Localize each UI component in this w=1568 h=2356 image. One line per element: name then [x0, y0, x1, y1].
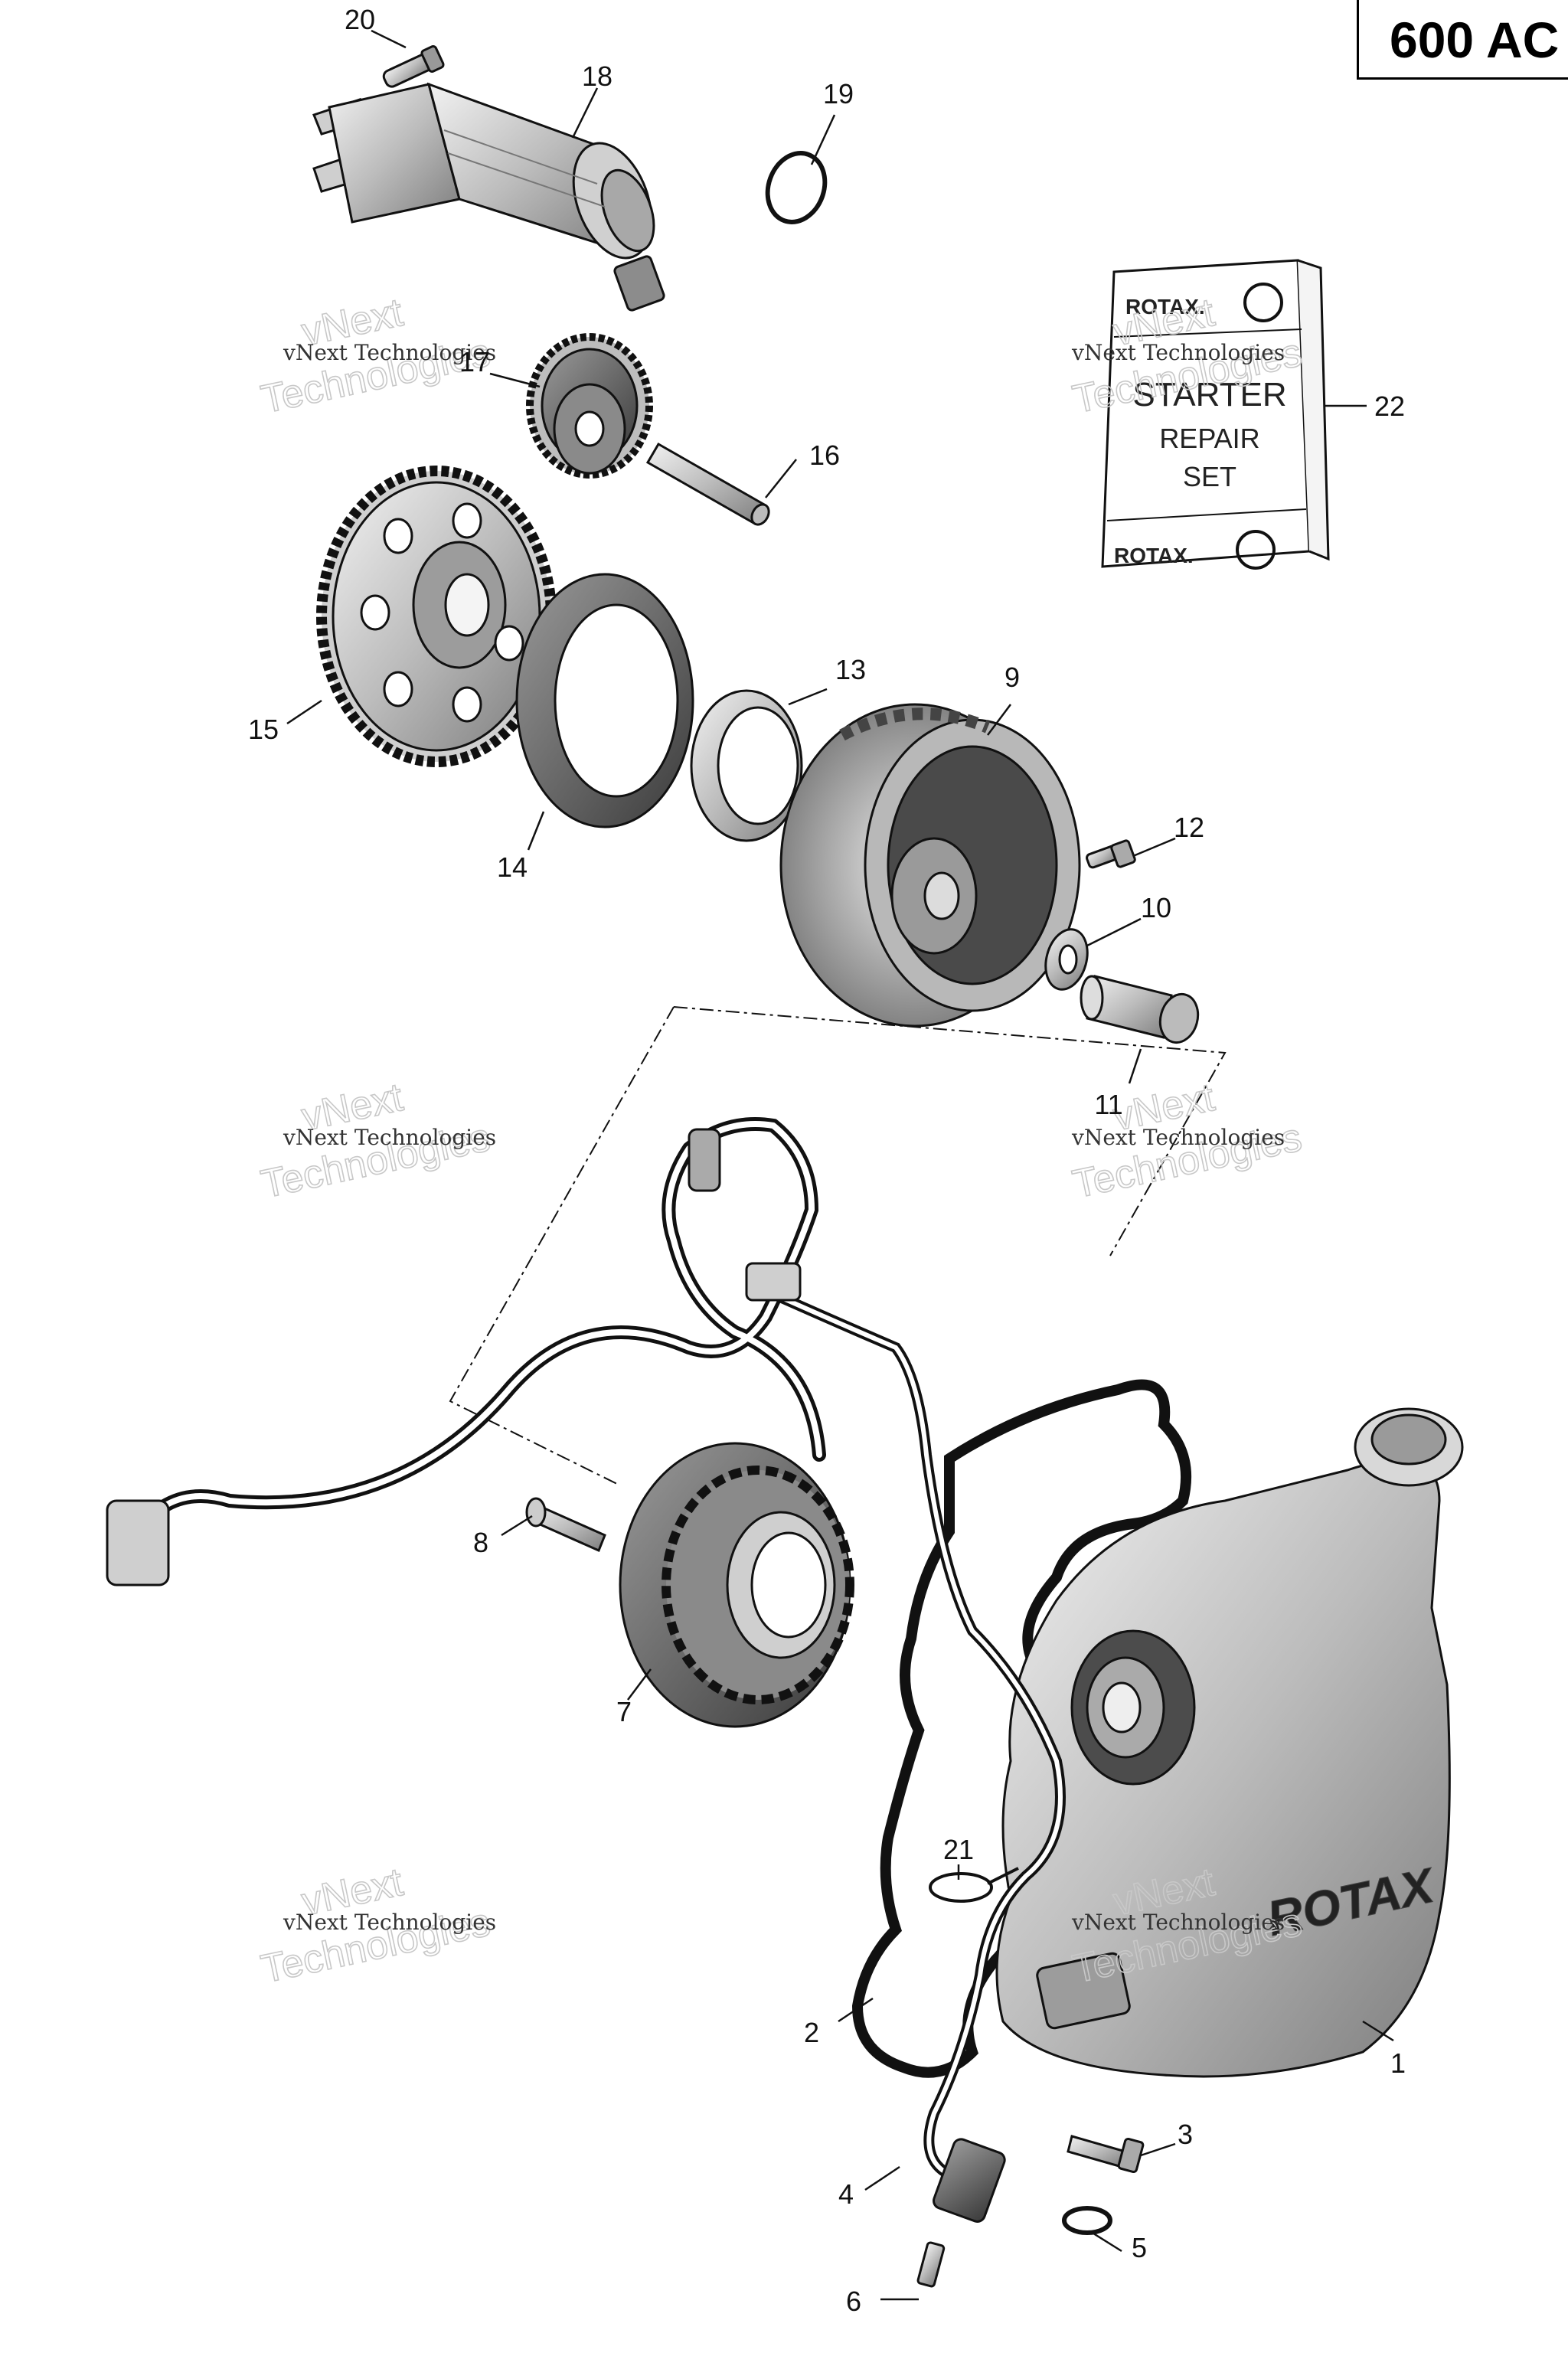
- kit-line-1: STARTER: [1132, 376, 1286, 413]
- callout-3: 3: [1178, 2119, 1193, 2150]
- callout-14: 14: [497, 851, 528, 883]
- shaft-16: [645, 442, 770, 526]
- callout-labels: 1 2 3 4 5 6 7 8 9 10 11 12 13 14 15 16 1…: [248, 4, 1406, 2317]
- callout-2: 2: [804, 2017, 819, 2048]
- watermark-2-small: vNext Technologies: [1071, 340, 1285, 365]
- callout-18: 18: [582, 60, 612, 92]
- callout-13: 13: [835, 654, 866, 685]
- kit-line-2: REPAIR: [1159, 423, 1259, 454]
- starter-motor-18: [312, 82, 665, 312]
- callout-21: 21: [943, 1834, 974, 1865]
- kit-brand-top: ROTAX.: [1125, 295, 1205, 319]
- repair-kit-22: ROTAX. ROTAX. STARTER REPAIR SET: [1101, 259, 1330, 570]
- gauge-icon: [1236, 530, 1276, 570]
- bolt-3: [1067, 2135, 1145, 2174]
- double-gear-17: [526, 333, 653, 479]
- callout-16: 16: [809, 440, 840, 471]
- kit-line-3: SET: [1183, 461, 1236, 492]
- watermark-4-small: vNext Technologies: [1071, 1125, 1285, 1150]
- sprag-clutch-14: [515, 573, 694, 828]
- callout-4: 4: [838, 2178, 854, 2210]
- stator-harness: [106, 1117, 826, 1586]
- o-ring-19: [765, 151, 828, 224]
- callout-5: 5: [1132, 2232, 1147, 2263]
- callout-22: 22: [1374, 390, 1405, 422]
- callout-6: 6: [846, 2286, 861, 2317]
- watermark-5-small: vNext Technologies: [283, 1910, 496, 1935]
- crank-sensor-4: [745, 1262, 1066, 2223]
- callout-19: 19: [823, 78, 854, 109]
- callout-1: 1: [1390, 2047, 1406, 2079]
- gauge-icon: [1243, 283, 1283, 322]
- bearing-13: [690, 689, 803, 842]
- callout-9: 9: [1004, 662, 1020, 693]
- callout-17: 17: [459, 346, 490, 377]
- screw-20: [382, 44, 445, 88]
- callout-7: 7: [616, 1696, 632, 1727]
- bolt-12: [1086, 839, 1136, 869]
- flywheel-bolt-11: [1080, 975, 1200, 1044]
- flywheel-9: [779, 703, 1081, 1028]
- watermark-6-small: vNext Technologies: [1071, 1910, 1285, 1935]
- model-badge-text: 600 AC: [1390, 11, 1560, 68]
- kit-brand-bottom: ROTAX.: [1114, 544, 1194, 567]
- callout-11: 11: [1094, 1089, 1122, 1120]
- callout-20: 20: [345, 4, 375, 35]
- callout-10: 10: [1141, 892, 1171, 923]
- magneto-cover-1: ROTAX: [995, 1407, 1464, 2078]
- oring-5: [1062, 2206, 1112, 2235]
- callout-12: 12: [1174, 812, 1204, 843]
- model-badge: 600 AC: [1357, 0, 1568, 80]
- stator-7: [619, 1442, 854, 1728]
- alignment-outline: [449, 1006, 1227, 1486]
- clip-21: [929, 1867, 1019, 1903]
- leader-lines: [286, 29, 1394, 2301]
- washer-10: [1044, 928, 1089, 991]
- watermark-3-small: vNext Technologies: [283, 1125, 496, 1150]
- callout-15: 15: [248, 714, 279, 745]
- callout-8: 8: [473, 1527, 488, 1558]
- screw-6: [916, 2241, 946, 2288]
- screw-8: [525, 1497, 606, 1553]
- watermark-1-small: vNext Technologies: [283, 340, 496, 365]
